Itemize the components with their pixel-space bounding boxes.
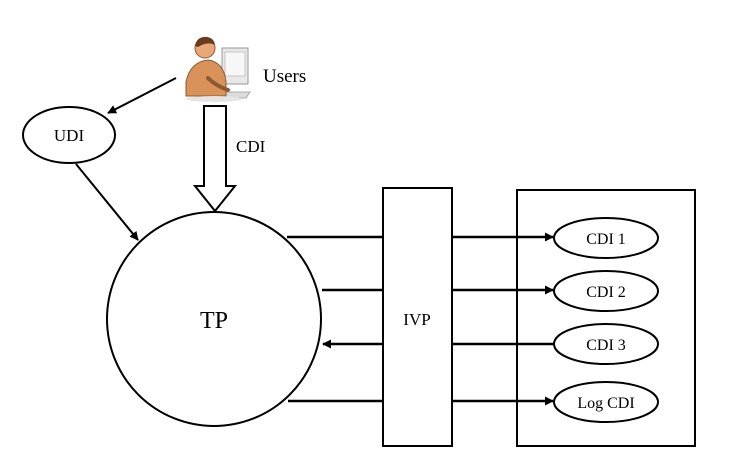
cdi-2-label: CDI 2 <box>586 284 626 301</box>
ivp-node <box>382 187 453 447</box>
ivp-label: IVP <box>403 310 430 329</box>
users-to-udi-arrow <box>107 77 177 114</box>
users-label: Users <box>263 66 306 87</box>
cdi-3-node <box>553 323 659 365</box>
tp-node <box>106 211 322 427</box>
log-cdi-label: Log CDI <box>577 395 634 412</box>
cdi-input-label: CDI <box>236 137 266 156</box>
udi-node <box>22 106 116 164</box>
cdi-2-node <box>553 270 659 312</box>
cdi-1-label: CDI 1 <box>586 231 626 248</box>
cdi-input-block-arrow <box>192 105 238 213</box>
udi-label: UDI <box>54 126 85 145</box>
user-at-computer-icon <box>185 36 251 102</box>
cdi-1-node <box>553 217 659 259</box>
log-cdi-node <box>553 381 659 423</box>
tp-label: TP <box>200 308 228 334</box>
udi-to-tp-arrow <box>75 163 139 241</box>
cdi-3-label: CDI 3 <box>586 337 626 354</box>
